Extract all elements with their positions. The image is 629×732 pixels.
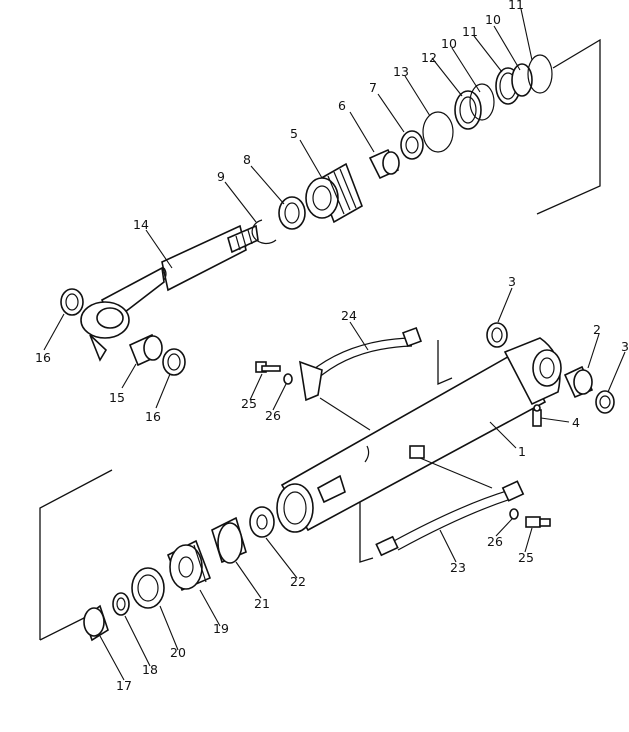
leader-lines: [43, 8, 626, 681]
callout-11b: 11: [508, 0, 524, 12]
callout-1: 1: [518, 444, 526, 459]
collar-17: [83, 604, 109, 642]
callout-3b: 3: [621, 339, 629, 354]
callout-24: 24: [341, 308, 357, 323]
callout-16b: 16: [145, 409, 161, 424]
callout-9: 9: [217, 169, 225, 184]
washer-26a: [283, 373, 293, 385]
o-ring-13: [422, 111, 454, 153]
backup-ring-10a: [469, 83, 495, 121]
callout-5: 5: [290, 126, 298, 141]
bushing-2: [563, 365, 594, 399]
pipe-23: [375, 480, 525, 557]
callout-7: 7: [369, 80, 377, 95]
grease-fitting-4: [532, 404, 542, 427]
bolt-25a: [255, 361, 281, 373]
ring-18: [112, 592, 130, 616]
callout-21: 21: [254, 596, 270, 611]
callout-15: 15: [109, 390, 125, 405]
frame-lines: [39, 38, 601, 641]
cylinder-tube: [276, 337, 562, 533]
callout-19: 19: [213, 621, 229, 636]
cushion-20: [131, 567, 165, 609]
ring-8: [278, 196, 306, 230]
callout-18: 18: [142, 662, 158, 677]
ring-21: [211, 516, 247, 564]
callout-22: 22: [290, 574, 306, 589]
callout-25a: 25: [241, 396, 257, 411]
callout-11a: 11: [462, 24, 478, 39]
nut-22: [249, 506, 275, 538]
rod-head-5: [305, 162, 363, 224]
dust-seal-16a: [60, 288, 84, 316]
seal-3b: [595, 390, 615, 414]
bolt-25b: [525, 516, 551, 528]
seal-12: [454, 90, 482, 130]
callout-16a: 16: [35, 350, 51, 365]
pipe-24: [298, 327, 422, 402]
callout-14: 14: [133, 217, 149, 232]
o-ring-11b: [527, 54, 553, 94]
snap-ring-9: [251, 219, 277, 245]
bushing-15: [128, 333, 163, 367]
callout-23: 23: [450, 560, 466, 575]
callout-17: 17: [116, 678, 132, 693]
callout-13: 13: [393, 64, 409, 79]
callout-10b: 10: [485, 12, 501, 27]
callout-8: 8: [243, 152, 251, 167]
callout-4: 4: [572, 415, 580, 430]
callout-26a: 26: [265, 408, 281, 423]
bushing-6: [368, 148, 400, 180]
callout-25b: 25: [518, 550, 534, 565]
pin-boss-3a: [486, 322, 508, 348]
callout-labels: 1 2 3 3 4 5 6 7 8 9 10 10 11 11 12 13 14…: [35, 0, 629, 693]
dust-seal-16b: [162, 348, 186, 376]
piston-19: [166, 539, 212, 592]
seal-7: [400, 130, 424, 160]
piston-rod: [80, 224, 259, 362]
callout-6: 6: [338, 98, 346, 113]
backup-ring-10b: [511, 63, 533, 97]
washer-26b: [509, 508, 519, 520]
callout-2: 2: [593, 322, 601, 337]
callout-26b: 26: [487, 534, 503, 549]
callout-20: 20: [170, 645, 186, 660]
callout-12: 12: [421, 50, 437, 65]
callout-10a: 10: [441, 36, 457, 51]
callout-3a: 3: [508, 274, 516, 289]
